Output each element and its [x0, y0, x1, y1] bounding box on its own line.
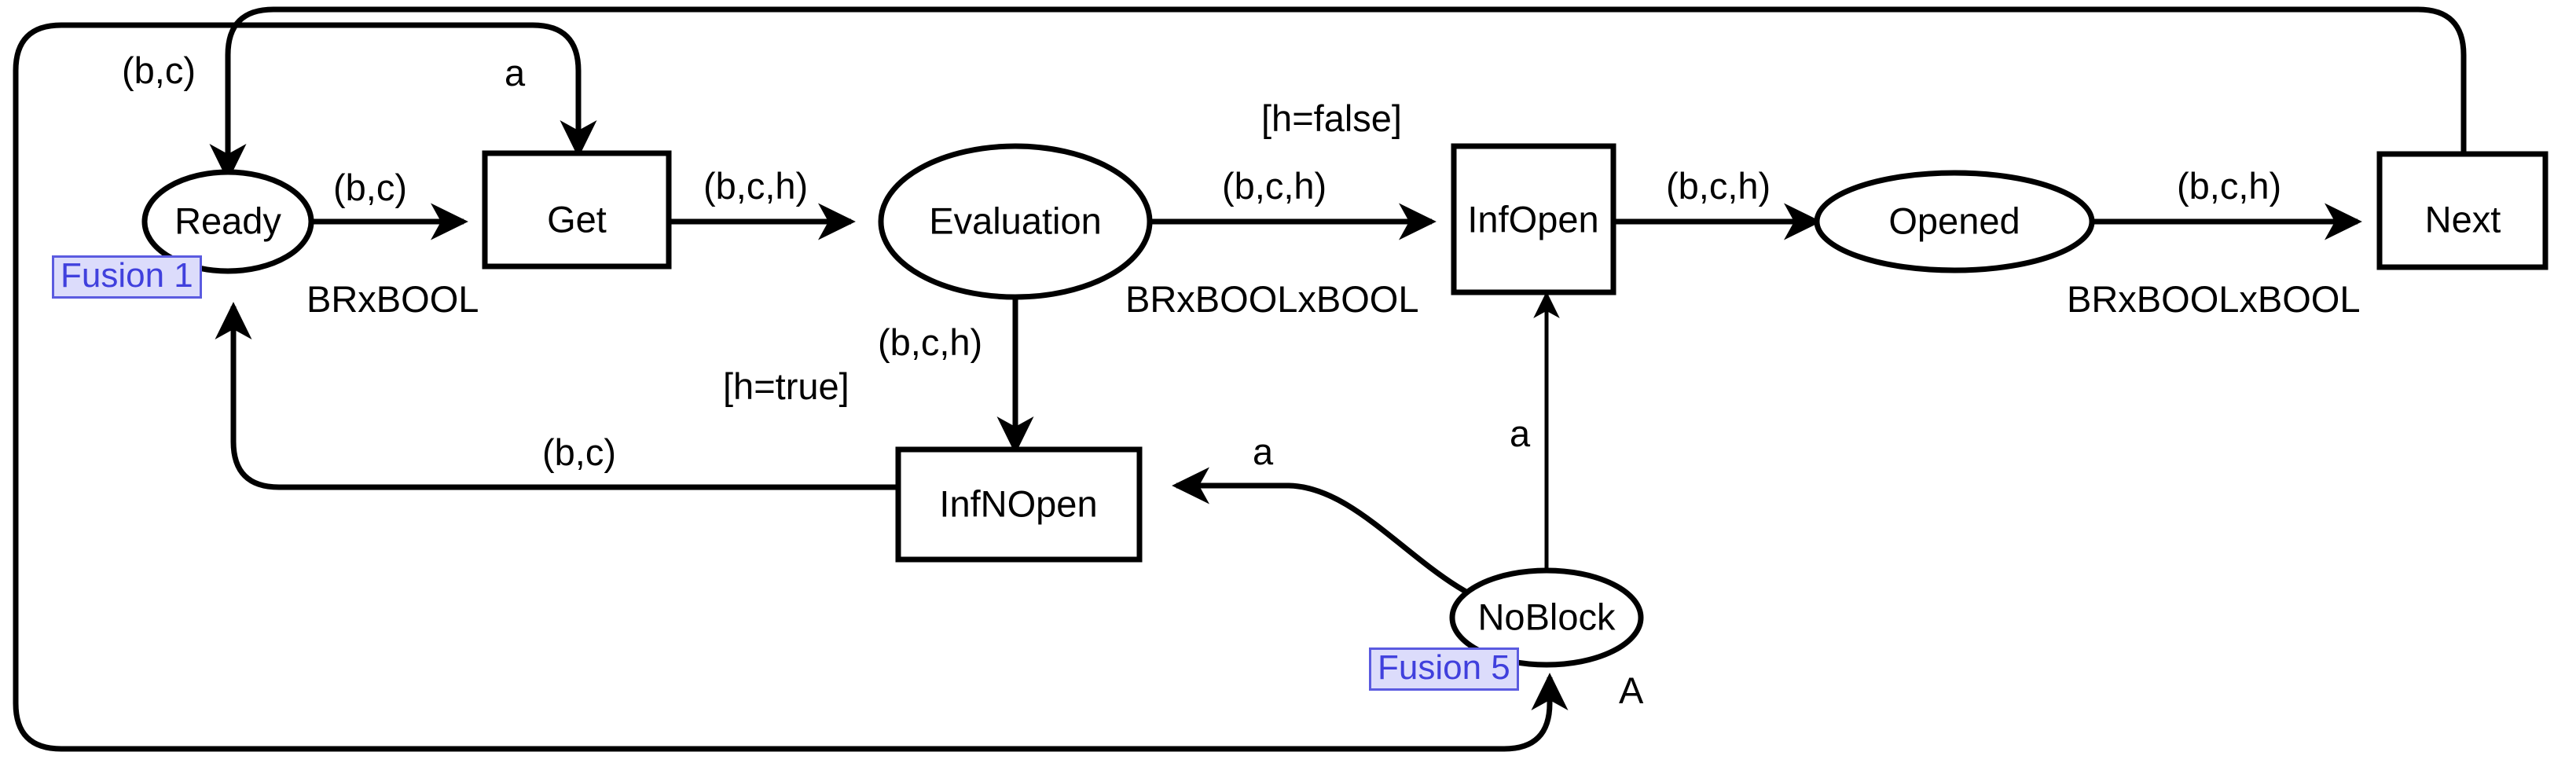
transition-next[interactable]	[2376, 151, 2548, 270]
type-label-ready: BRxBOOL	[306, 278, 479, 320]
place-opened-label: Opened	[1888, 200, 2020, 241]
type-label-opened: BRxBOOLxBOOL	[2067, 278, 2361, 320]
place-evaluation[interactable]	[878, 143, 1153, 300]
type-label-noblock: A	[1619, 669, 1644, 711]
arc-label-opened-next: (b,c,h)	[2177, 165, 2281, 207]
place-noblock[interactable]	[1449, 567, 1644, 668]
arc-label-next-ready: (b,c)	[122, 50, 196, 91]
transition-infnopen-label: InfNOpen	[939, 482, 1097, 524]
arc-label-noblock-infopen: a	[1510, 413, 1531, 454]
fusion-tag-noblock[interactable]: Fusion 5	[1369, 647, 1519, 691]
arc-label-infopen-opened: (b,c,h)	[1666, 165, 1771, 207]
type-label-evaluation: BRxBOOLxBOOL	[1125, 278, 1419, 320]
transition-get[interactable]	[482, 150, 672, 270]
place-opened[interactable]	[1814, 170, 2095, 273]
arc-label-infnopen-ready: (b,c)	[542, 431, 616, 473]
arc-label-loop-get: a	[505, 52, 526, 94]
transition-infopen[interactable]	[1451, 143, 1616, 295]
arc-label-noblock-infnopen: a	[1253, 431, 1274, 472]
place-evaluation-label: Evaluation	[929, 200, 1102, 241]
arc-infnopen-to-ready	[215, 302, 898, 490]
arc-bottom-loop-to-noblock	[13, 236, 1569, 752]
place-ready[interactable]	[141, 169, 314, 274]
arc-label-evaluation-infnopen: (b,c,h)	[878, 321, 982, 363]
transition-next-label: Next	[2425, 198, 2501, 240]
place-noblock-label: NoBlock	[1477, 596, 1616, 637]
arc-label-get-evaluation: (b,c,h)	[703, 165, 808, 207]
arc-loop-to-get	[13, 22, 597, 236]
transition-infopen-label: InfOpen	[1467, 198, 1598, 240]
arc-next-to-ready	[209, 6, 2467, 182]
arc-label-evaluation-infopen: (b,c,h)	[1222, 165, 1327, 207]
arc-label-ready-get: (b,c)	[333, 167, 407, 208]
guard-label-infnopen: [h=true]	[723, 365, 849, 407]
transition-infnopen[interactable]	[895, 446, 1143, 563]
place-ready-label: Ready	[174, 200, 281, 241]
fusion-tag-ready[interactable]: Fusion 1	[52, 255, 202, 299]
transition-get-label: Get	[547, 198, 607, 240]
guard-label-infopen: [h=false]	[1261, 97, 1402, 139]
